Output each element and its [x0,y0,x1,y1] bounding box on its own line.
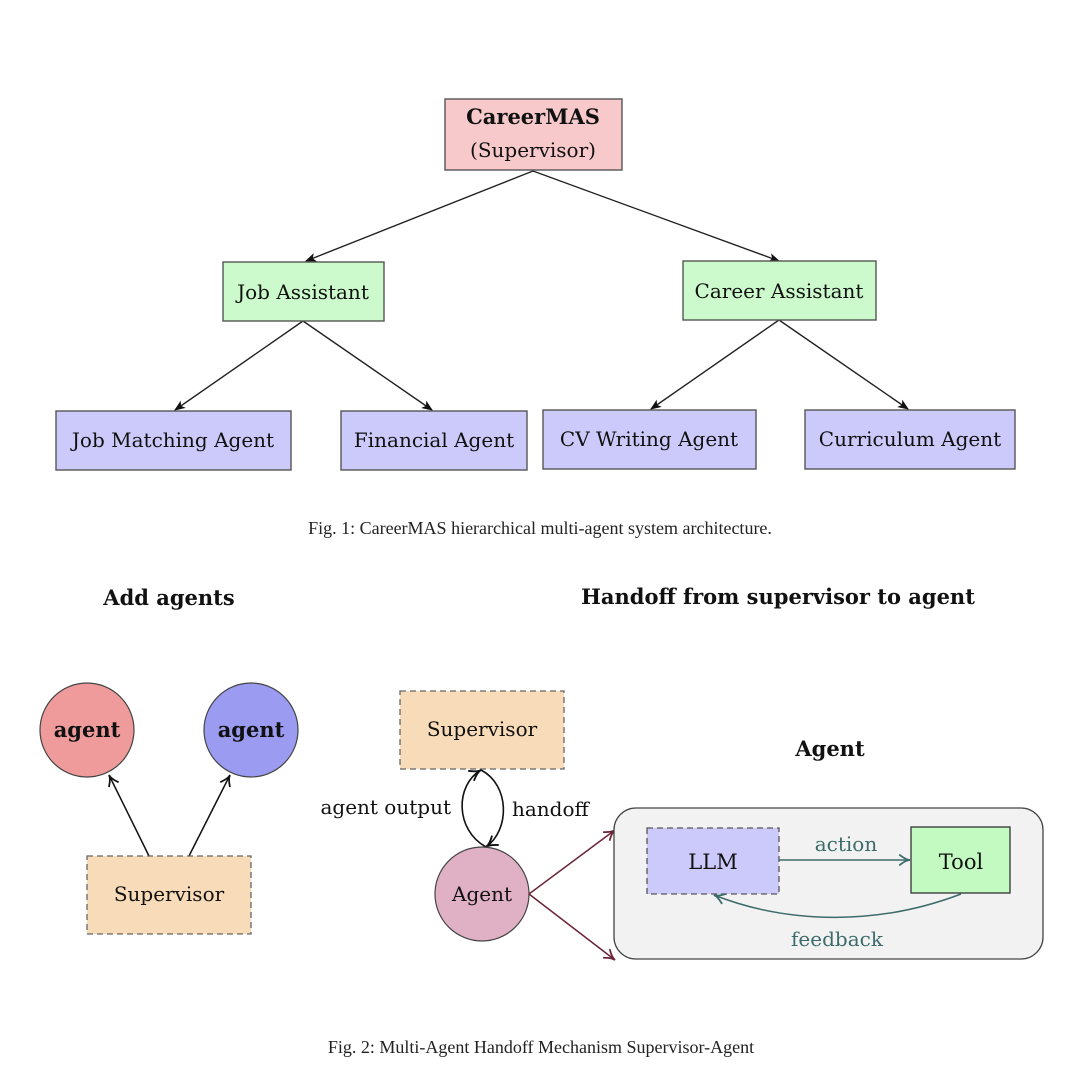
agent-label: Agent [451,882,512,906]
node-label: Career Assistant [695,279,864,303]
edge-career-assistant-to-cv-writing [650,319,780,410]
edge-supervisor-to-agent-left [108,774,150,857]
agent-node-handoff: Agent [434,846,530,942]
edge-agent-output [461,769,487,848]
node-cv-writing-agent: CV Writing Agent [542,409,757,470]
connector-agent-to-box-bottom [528,893,616,961]
agent-node-right: agent [203,682,299,778]
llm-label: LLM [688,850,737,874]
tool-node: Tool [910,826,1011,894]
agent-internal-box: Agent LLM Tool action feedback [613,736,1044,960]
edge-handoff [480,769,505,848]
node-subtitle: (Supervisor) [470,138,596,162]
connector-agent-to-box-top [528,829,616,895]
supervisor-node-add-agents: Supervisor [86,855,252,935]
node-job-assistant: Job Assistant [222,261,385,322]
feedback-label: feedback [791,927,884,951]
edge-root-to-job-assistant [304,170,534,262]
agent-output-label: agent output [320,795,451,819]
node-label: Financial Agent [354,428,514,452]
action-label: action [815,832,878,856]
llm-node: LLM [646,827,780,895]
agent-node-left: agent [39,682,135,778]
supervisor-label: Supervisor [427,717,538,741]
supervisor-node-handoff: Supervisor [399,690,565,770]
node-career-assistant: Career Assistant [682,260,877,321]
figure-2-caption: Fig. 2: Multi-Agent Handoff Mechanism Su… [328,1037,754,1057]
add-agents-panel: agent agent Supervisor [39,682,299,935]
node-label: Job Assistant [235,280,369,304]
supervisor-label: Supervisor [114,882,225,906]
edge-supervisor-to-agent-right [188,774,231,857]
node-job-matching-agent: Job Matching Agent [55,410,292,471]
figure-1: CareerMAS (Supervisor) Job Assistant Car… [55,98,1016,538]
node-label: CV Writing Agent [560,427,738,451]
agent-label: agent [54,717,121,742]
node-curriculum-agent: Curriculum Agent [804,409,1016,470]
node-label: Job Matching Agent [70,428,274,452]
node-title: CareerMAS [466,104,600,129]
node-label: Curriculum Agent [819,427,1001,451]
handoff-heading: Handoff from supervisor to agent [581,584,975,609]
edge-career-assistant-to-curriculum [778,319,909,410]
handoff-label: handoff [512,797,591,821]
add-agents-heading: Add agents [102,585,234,610]
handoff-panel: Supervisor agent output handoff Agent [320,690,616,961]
edge-job-assistant-to-financial [302,320,433,411]
figure-2: Add agents Handoff from supervisor to ag… [39,584,1044,1057]
edge-root-to-career-assistant [532,170,781,262]
edge-job-assistant-to-job-matching [174,320,304,411]
node-financial-agent: Financial Agent [340,410,528,471]
agent-label: agent [218,717,285,742]
tool-label: Tool [939,850,984,874]
figure-1-caption: Fig. 1: CareerMAS hierarchical multi-age… [308,518,772,538]
edge-feedback [713,893,962,919]
agent-box-heading: Agent [794,736,865,761]
node-careermas-supervisor: CareerMAS (Supervisor) [444,98,623,171]
